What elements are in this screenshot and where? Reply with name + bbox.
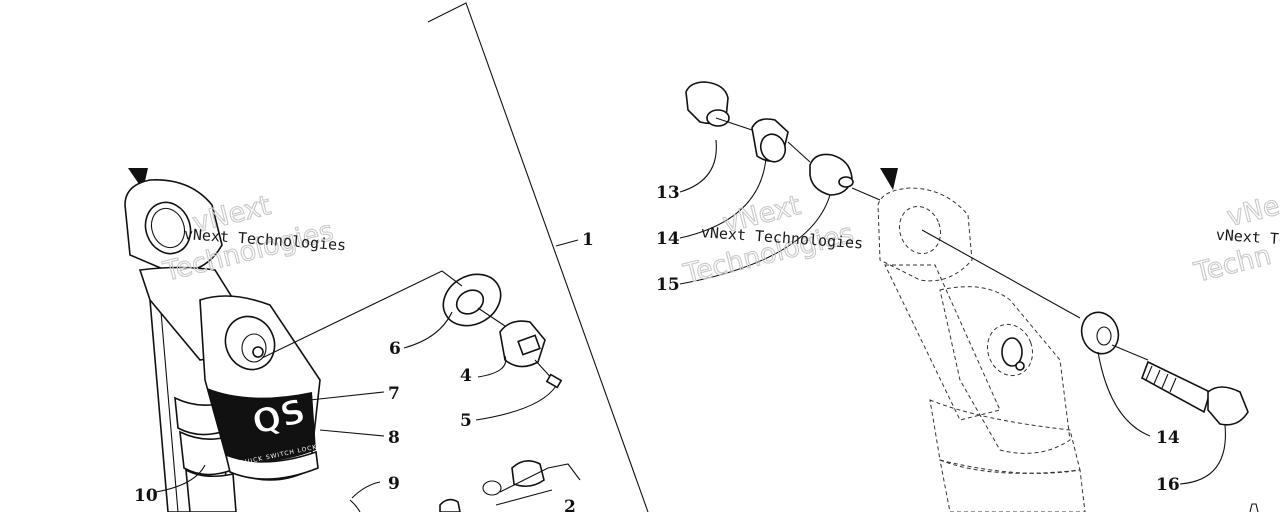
watermark-3-line1: vNext Te — [1215, 226, 1280, 249]
callout-10: 10 — [134, 486, 158, 506]
callout-4: 4 — [460, 366, 472, 386]
callout-labels: 1 2 4 5 6 7 8 9 10 13 14 15 14 16 — [134, 183, 1180, 512]
callout-14-b: 14 — [1156, 428, 1180, 448]
assembly-bracket — [427, 2, 649, 512]
callout-1: 1 — [582, 230, 594, 250]
callout-5: 5 — [460, 411, 472, 431]
callout-2: 2 — [564, 497, 576, 512]
leader-lines-left — [155, 311, 557, 493]
perf-band-text: PERFOR — [203, 461, 233, 468]
exploded-small-parts — [261, 270, 581, 512]
direction-arrow-right — [880, 168, 898, 190]
ghost-shock-outline — [877, 187, 1086, 512]
callout-8: 8 — [388, 428, 400, 448]
callout-15: 15 — [656, 275, 680, 295]
callout-7: 7 — [388, 384, 400, 404]
callout-6: 6 — [389, 339, 401, 359]
shock-absorber-assembly: PERFOR QUICK SWITCH LOCKOUT QS — [124, 168, 333, 512]
callout-13: 13 — [656, 183, 680, 203]
callout-9: 9 — [388, 474, 400, 494]
watermark-3-line3: Techn — [1191, 240, 1275, 289]
callout-14-a: 14 — [656, 229, 680, 249]
callout-16: 16 — [1156, 475, 1180, 495]
